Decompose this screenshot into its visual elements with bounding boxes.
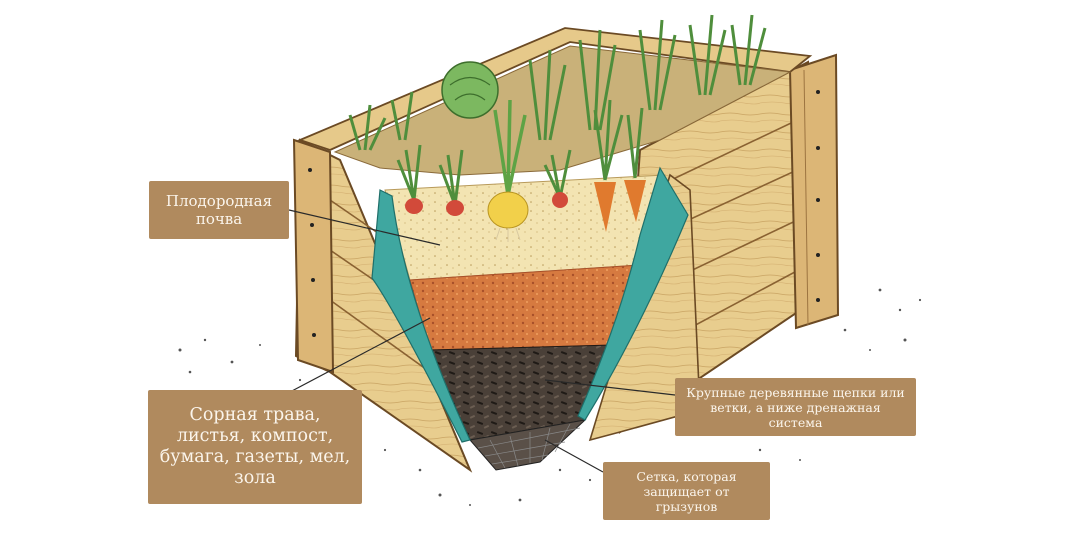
vegetables bbox=[348, 14, 767, 242]
back-greens bbox=[348, 14, 767, 151]
ground-specks bbox=[178, 288, 922, 506]
radish bbox=[396, 144, 423, 214]
leader-lines bbox=[288, 209, 676, 473]
onion bbox=[487, 99, 529, 242]
radish bbox=[543, 149, 572, 208]
label-fertile-soil: Плодородная почва bbox=[149, 181, 289, 239]
label-wood-chips: Крупные деревянные щепки или ветки, а ни… bbox=[675, 378, 916, 436]
radish bbox=[438, 149, 464, 216]
label-weeds-compost: Сорная трава, листья, компост, бумага, г… bbox=[148, 390, 362, 504]
cabbage bbox=[441, 61, 499, 119]
label-rodent-net: Сетка, которая защищает от грызунов bbox=[603, 462, 770, 520]
carrot bbox=[624, 107, 646, 222]
